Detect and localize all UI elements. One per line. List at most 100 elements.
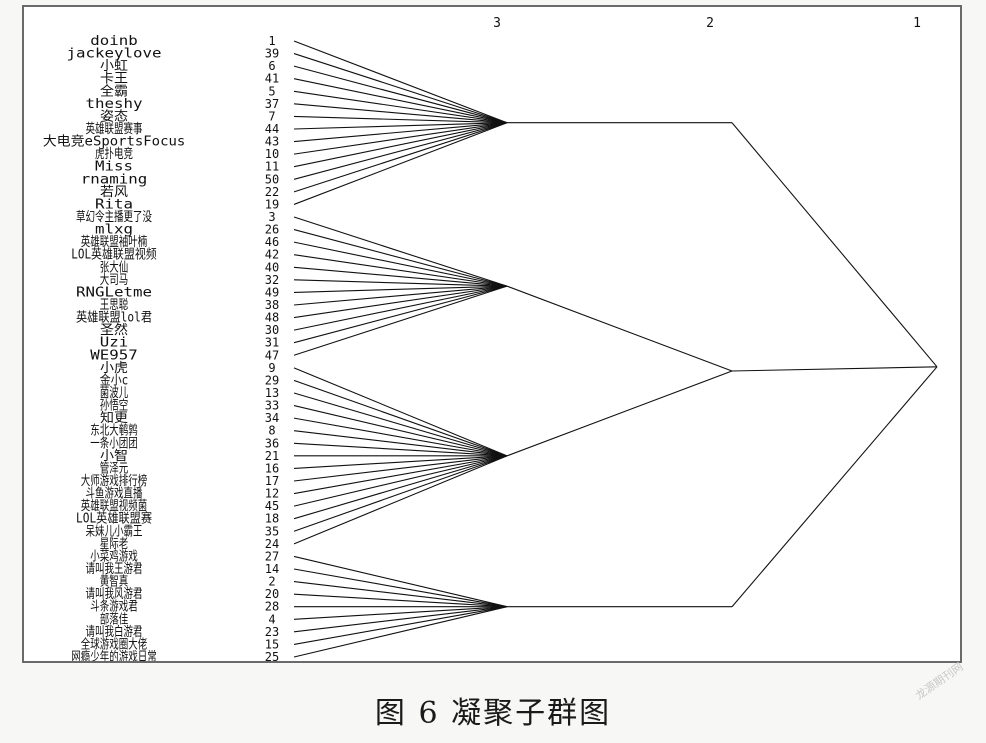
node-name-label: 部落佳 [100, 612, 129, 627]
node-id-label: 33 [265, 399, 279, 413]
cluster-branch-line [293, 122, 508, 193]
node-id-label: 13 [265, 386, 279, 400]
node-id-label: 8 [268, 424, 275, 438]
node-id-label: 23 [265, 625, 279, 639]
figure-caption: 图 6 凝聚子群图 [374, 696, 612, 731]
node-name-label: 大电竞eSportsFocus [43, 134, 186, 150]
cluster-branch-line [293, 606, 508, 658]
node-name-label: LOL英雄联盟视频 [71, 248, 157, 263]
node-id-label: 42 [265, 248, 279, 262]
node-name-label: 英雄联盟赛事 [86, 121, 143, 137]
cluster-branch-line [293, 606, 508, 620]
node-name-label: rnaming [81, 172, 148, 187]
node-name-label: 虎扑电竞 [95, 146, 133, 162]
cluster-branch-line [293, 254, 508, 287]
node-id-label: 32 [265, 273, 279, 287]
node-name-label: Rita [95, 197, 133, 212]
node-id-label: 12 [265, 487, 279, 501]
node-name-label: 斗条游戏君 [90, 599, 138, 615]
node-id-label: 21 [265, 449, 279, 463]
node-id-label: 36 [265, 436, 279, 450]
node-name-label: 管泽元 [100, 461, 129, 476]
node-id-label: 17 [265, 474, 279, 488]
cluster-branch-line [293, 279, 508, 287]
cluster-branch-line [293, 285, 508, 319]
node-name-label: 呆妹儿小霸王 [86, 524, 143, 539]
cluster-branch-line [293, 285, 508, 331]
cluster-branch-line [293, 285, 508, 344]
node-id-label: 30 [265, 323, 279, 337]
node-name-label: 东北大鹌鹑 [90, 423, 138, 439]
node-name-label: 知更 [100, 410, 128, 426]
node-id-label: 16 [265, 461, 279, 475]
cluster-branch-line [293, 442, 508, 457]
cluster-branch-line [293, 555, 508, 608]
node-id-label: 19 [265, 197, 279, 211]
merge-line [506, 285, 733, 372]
cluster-branch-line [293, 122, 508, 155]
node-name-label: 请叫我王游君 [86, 562, 143, 577]
cluster-branch-line [293, 53, 508, 124]
cluster-branch-line [293, 90, 508, 124]
merge-line [731, 122, 938, 368]
node-name-label: LOL英雄联盟赛 [76, 511, 152, 527]
node-name-label: Miss [95, 160, 133, 175]
node-id-label: 24 [265, 537, 279, 551]
cluster-branch-line [293, 367, 508, 457]
node-name-label: 圣然 [100, 322, 128, 338]
node-name-label: mlxg [95, 223, 133, 238]
node-name-label: 英雄联盟lol君 [76, 311, 152, 326]
node-id-label: 3 [268, 210, 275, 224]
node-id-label: 20 [265, 587, 279, 601]
node-name-label: 星际老 [100, 537, 129, 552]
node-name-label: 大师游戏排行榜 [81, 473, 148, 489]
node-name-labels: doinbjackeylove小虹卡王全霸theshy姿态英雄联盟赛事大电竞eS… [43, 34, 186, 661]
node-id-label: 25 [265, 650, 279, 661]
cluster-branch-line [293, 606, 508, 645]
node-name-label: 英雄联盟袖叶楠 [81, 235, 148, 250]
node-id-label: 27 [265, 549, 279, 563]
node-id-label: 50 [265, 172, 279, 186]
cluster-branch-line [293, 581, 508, 608]
cluster-branch-line [293, 78, 508, 124]
node-id-label: 2 [268, 575, 275, 589]
level-label: 1 [913, 16, 921, 31]
node-id-label: 28 [265, 600, 279, 614]
cluster-branch-line [293, 455, 508, 532]
node-name-label: 若风 [100, 184, 128, 200]
node-name-label: Uzi [100, 336, 129, 351]
node-name-label: 孙悟空 [100, 399, 129, 414]
node-name-label: 全霸 [100, 83, 128, 99]
node-name-label: 金小c [100, 372, 129, 388]
node-id-label: 38 [265, 298, 279, 312]
node-id-label: 47 [265, 348, 279, 362]
cluster-branch-line [293, 430, 508, 457]
cluster-branch-line [293, 417, 508, 457]
node-id-label: 4 [268, 612, 275, 626]
cluster-branch-line [293, 122, 508, 143]
node-id-label: 39 [265, 47, 279, 61]
cluster-branch-line [293, 122, 508, 130]
node-name-label: jackeylove [67, 47, 162, 62]
node-id-label: 1 [268, 34, 275, 48]
cluster-branch-line [293, 392, 508, 457]
node-id-label: 15 [265, 637, 279, 651]
node-id-label: 11 [265, 160, 279, 174]
node-id-label: 6 [268, 59, 275, 73]
node-name-label: 黄智真 [100, 575, 129, 590]
node-name-label: 小菜鸡游戏 [90, 548, 138, 564]
node-id-label: 10 [265, 147, 279, 161]
node-name-label: 姿态 [100, 108, 128, 124]
cluster-branch-line [293, 122, 508, 168]
node-name-label: 小虎 [100, 361, 128, 376]
node-name-label: 卡王 [100, 72, 128, 87]
node-id-label: 31 [265, 336, 279, 350]
node-name-label: 斗鱼游戏直播 [86, 486, 143, 502]
merge-line [506, 370, 733, 457]
cluster-branch-line [293, 103, 508, 124]
cluster-branch-line [293, 285, 508, 356]
cluster-branch-line [293, 216, 508, 287]
node-name-label: 小虹 [100, 59, 128, 74]
node-id-label: 34 [265, 411, 279, 425]
